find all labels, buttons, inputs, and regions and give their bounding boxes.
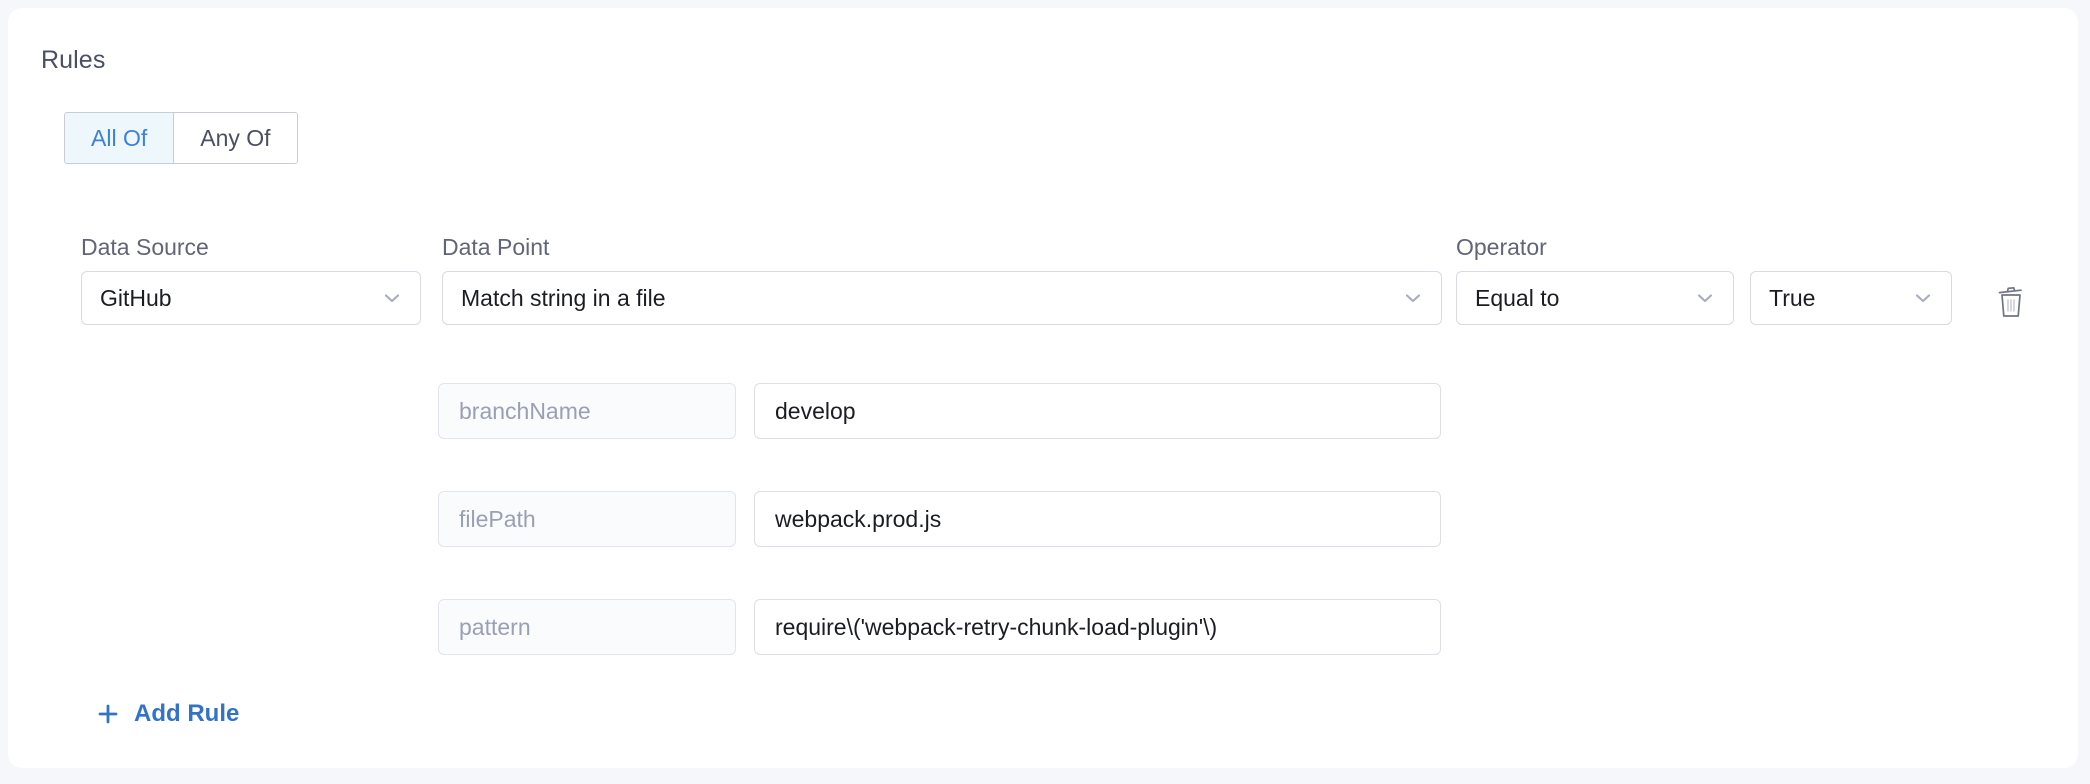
tab-all-of[interactable]: All Of (65, 113, 174, 163)
operator-value-select[interactable]: True (1750, 271, 1952, 325)
parameter-key-field: filePath (438, 491, 736, 547)
data-point-label: Data Point (442, 234, 550, 260)
match-mode-segmented-control: All Of Any Of (64, 112, 298, 164)
chevron-down-icon (1695, 288, 1715, 308)
data-point-value: Match string in a file (461, 284, 666, 311)
plus-icon (96, 702, 120, 726)
rule-value: True (1769, 284, 1816, 311)
data-source-label: Data Source (81, 234, 209, 260)
add-rule-label: Add Rule (134, 700, 240, 727)
parameter-key-field: pattern (438, 599, 736, 655)
parameter-key-field: branchName (438, 383, 736, 439)
operator-select[interactable]: Equal to (1456, 271, 1734, 325)
page-title: Rules (41, 46, 106, 74)
chevron-down-icon (1403, 288, 1423, 308)
parameter-value-input[interactable]: develop (754, 383, 1441, 439)
tab-any-of[interactable]: Any Of (173, 113, 297, 163)
rules-card: Rules All Of Any Of Data Source Data Poi… (8, 8, 2078, 768)
delete-rule-button[interactable] (1988, 280, 2034, 326)
chevron-down-icon (382, 288, 402, 308)
trash-icon (1994, 284, 2028, 323)
parameter-value-input[interactable]: require\('webpack-retry-chunk-load-plugi… (754, 599, 1441, 655)
data-point-select[interactable]: Match string in a file (442, 271, 1442, 325)
add-rule-button[interactable]: Add Rule (96, 700, 239, 728)
parameter-value-input[interactable]: webpack.prod.js (754, 491, 1441, 547)
operator-label: Operator (1456, 234, 1547, 260)
chevron-down-icon (1913, 288, 1933, 308)
data-source-select[interactable]: GitHub (81, 271, 421, 325)
data-source-value: GitHub (100, 284, 172, 311)
operator-value: Equal to (1475, 284, 1560, 311)
